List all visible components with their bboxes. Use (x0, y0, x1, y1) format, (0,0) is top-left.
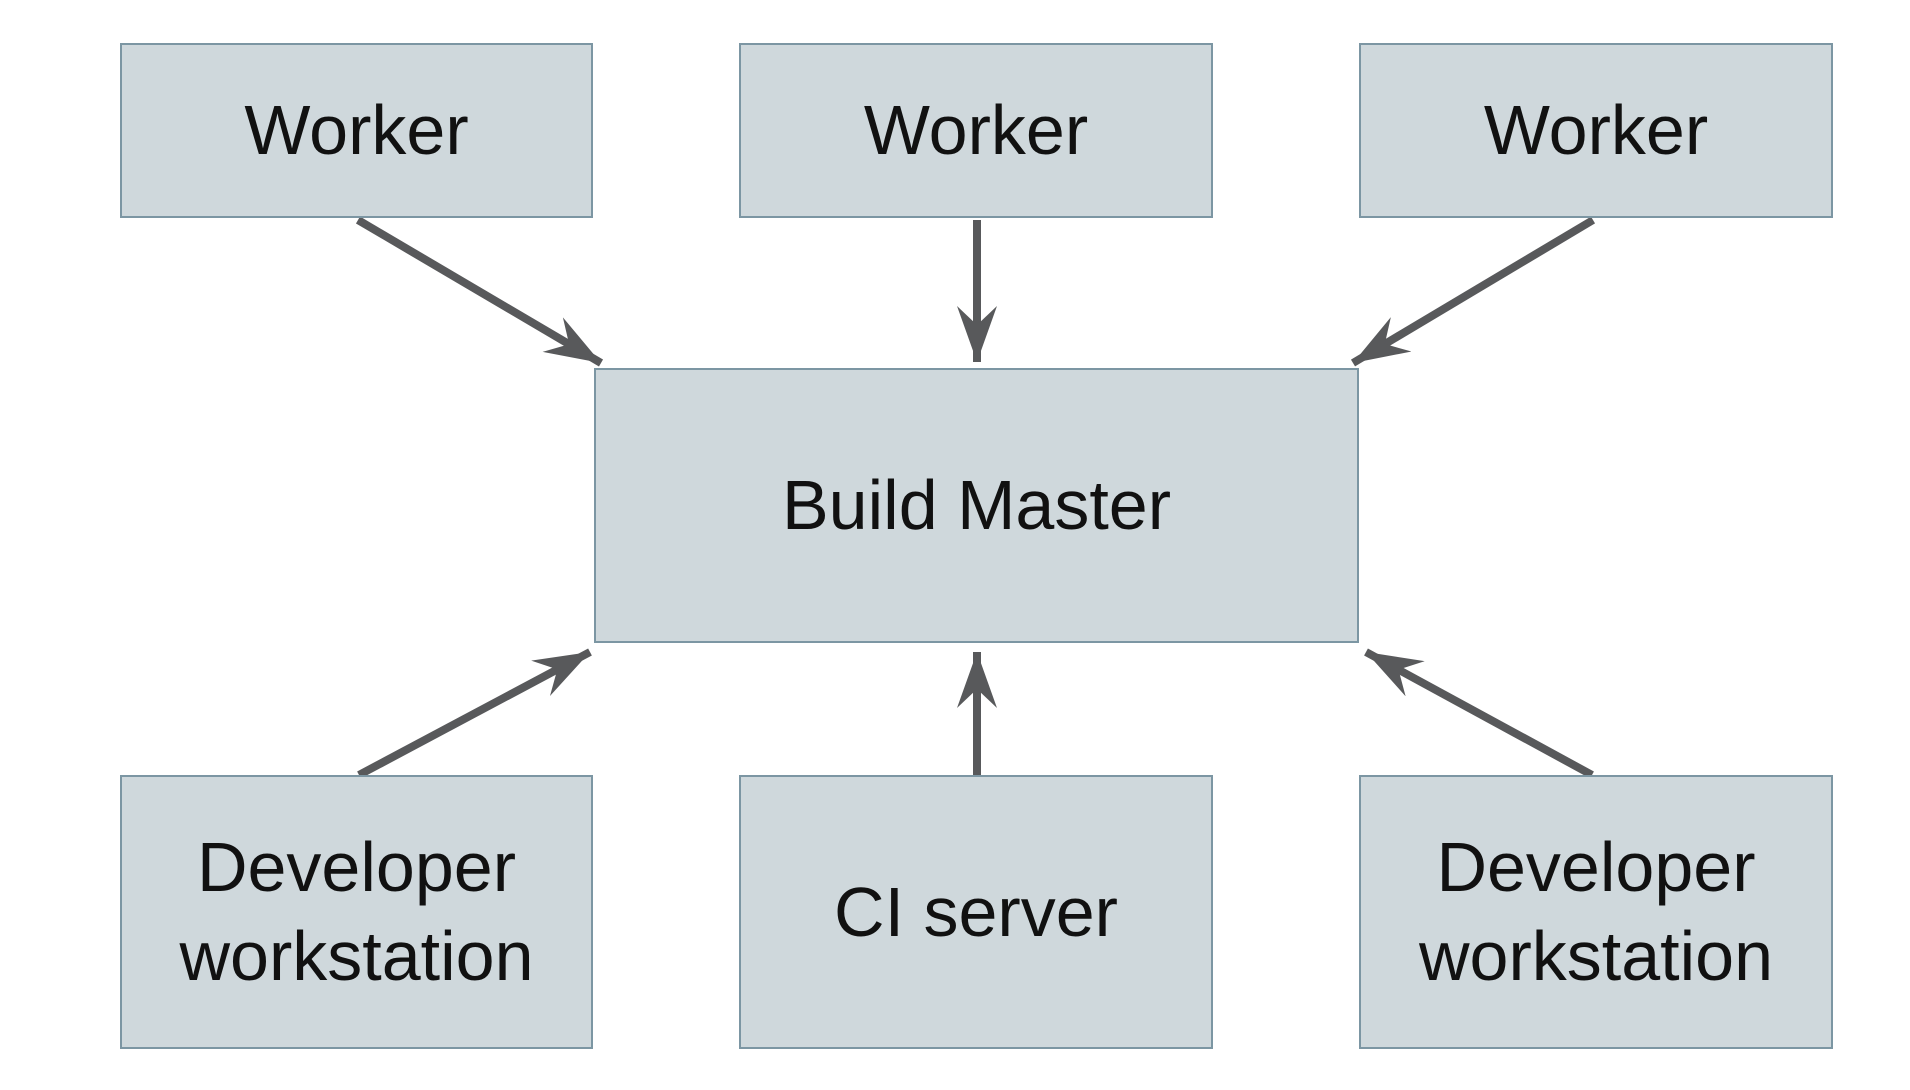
node-build-master: Build Master (594, 368, 1359, 643)
node-developer-workstation-right-label: Developer workstation (1418, 828, 1774, 995)
arrow-dev-left-to-build-master (357, 648, 592, 779)
node-ci-server-label: CI server (834, 872, 1118, 951)
node-build-master-label: Build Master (781, 466, 1172, 545)
node-worker-1: Worker (120, 43, 593, 218)
node-developer-workstation-right: Developer workstation (1359, 775, 1833, 1049)
arrow-worker1-to-build-master (355, 216, 604, 367)
arrow-worker3-to-build-master (1350, 216, 1596, 367)
node-developer-workstation-left-label: Developer workstation (179, 828, 534, 995)
node-worker-3: Worker (1359, 43, 1833, 218)
node-worker-1-label: Worker (244, 91, 469, 170)
node-worker-2-label: Worker (863, 91, 1089, 170)
node-ci-server: CI server (739, 775, 1213, 1049)
arrow-dev-right-to-build-master (1364, 648, 1594, 779)
node-worker-3-label: Worker (1483, 91, 1709, 170)
node-worker-2: Worker (739, 43, 1213, 218)
node-developer-workstation-left: Developer workstation (120, 775, 593, 1049)
